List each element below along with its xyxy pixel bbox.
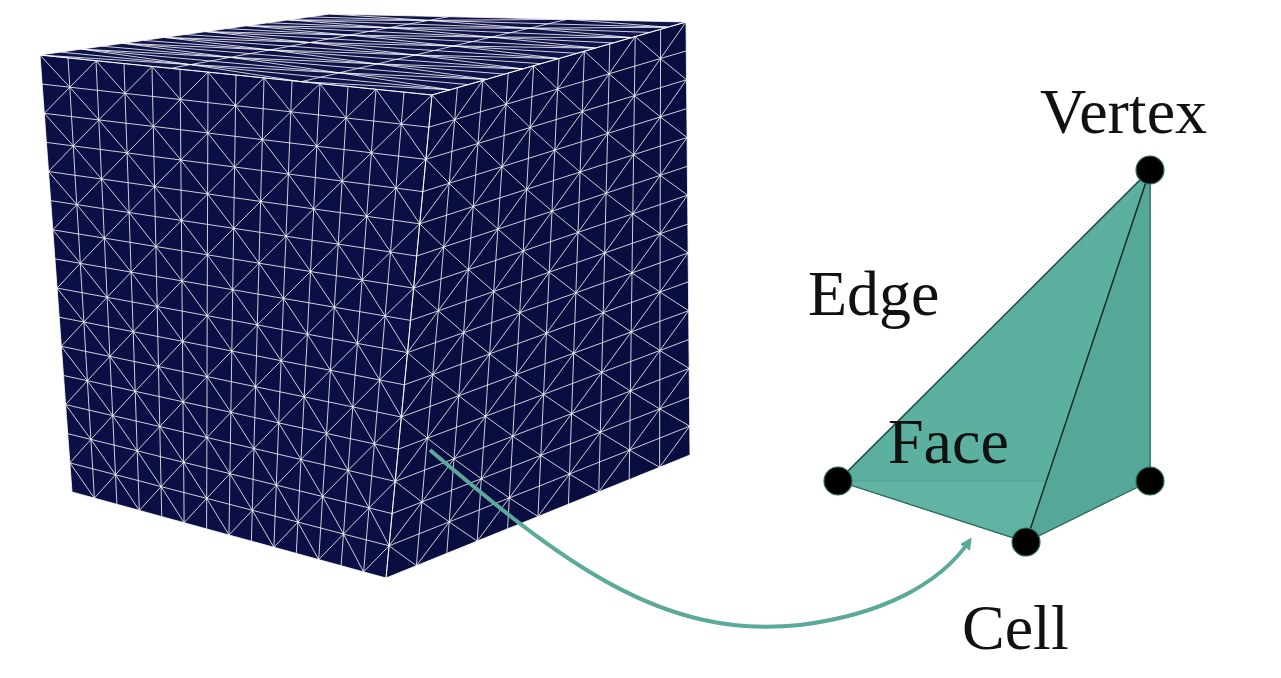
zoom-arrow: [430, 450, 970, 627]
edge-label: Edge: [808, 262, 940, 326]
face-label: Face: [888, 410, 1009, 474]
meshed-cube: [40, 14, 690, 578]
cell-label: Cell: [962, 596, 1069, 660]
tetrahedron: [824, 156, 1164, 556]
vertex-label: Vertex: [1040, 80, 1207, 144]
